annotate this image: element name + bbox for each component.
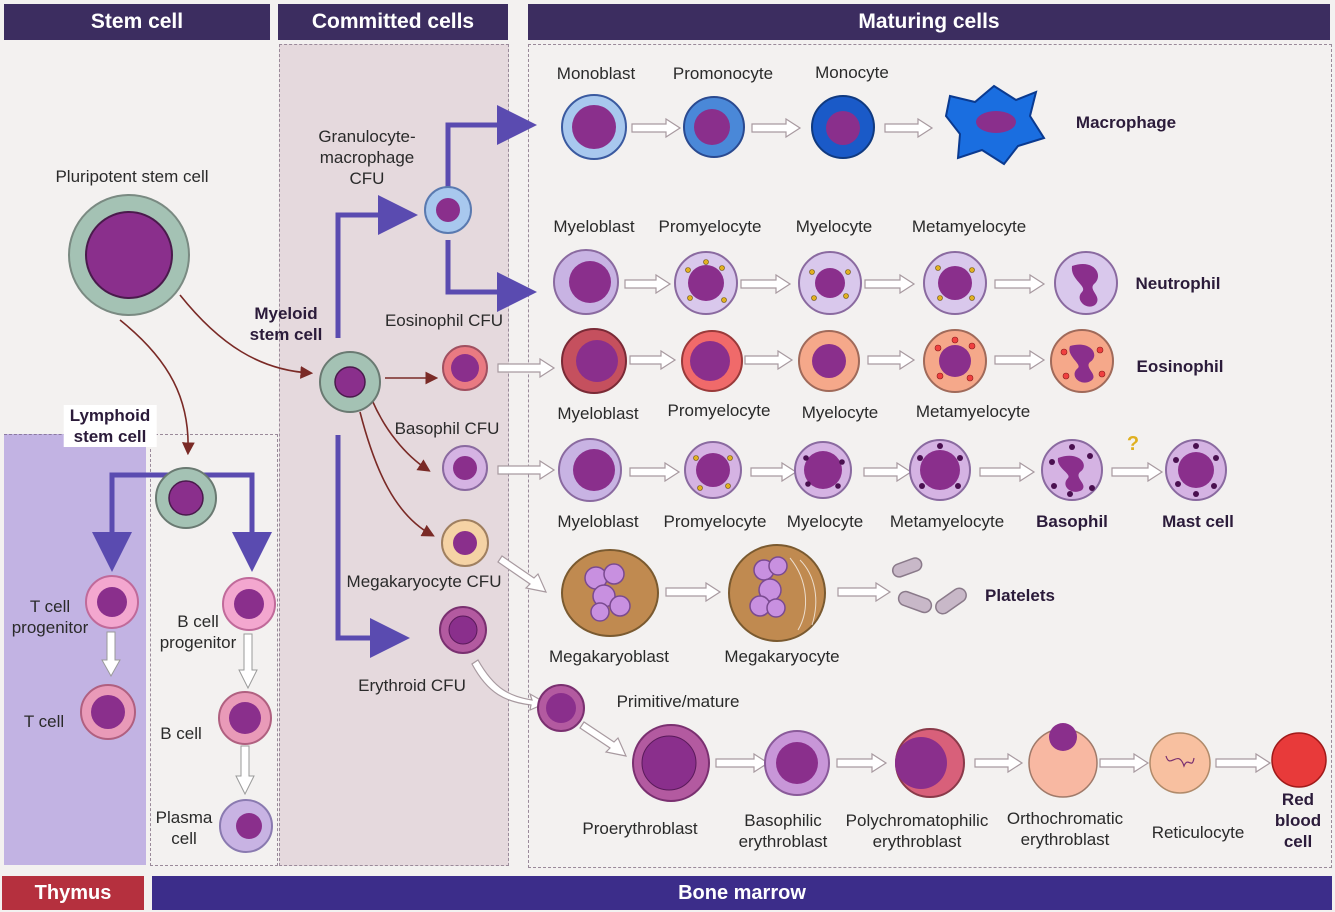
header-committed-cells: Committed cells (278, 4, 508, 40)
label-neut-promyelocyte: Promyelocyte (658, 217, 762, 236)
label-eos-myeloblast: Myeloblast (557, 404, 639, 423)
eosinophil-row-cells (561, 328, 1114, 394)
arrow-b-prog-to-b (238, 633, 258, 690)
label-t-progenitor: T cell progenitor (11, 597, 89, 637)
brown-flow-arrows (119, 294, 439, 537)
label-neut-myelocyte: Myelocyte (795, 217, 873, 236)
arrow-gm-to-monoblast (445, 105, 537, 190)
header-stem-cell: Stem cell (4, 4, 270, 40)
maturation-arrows (471, 117, 1272, 774)
label-primitive: Primitive/mature (616, 692, 740, 711)
label-baso-metamyelocyte: Metamyelocyte (889, 512, 1005, 531)
arrow-b-to-plasma (235, 745, 255, 796)
red-blood-cell (1271, 732, 1327, 788)
arrow-lymphoid-to-b (185, 472, 272, 572)
purple-flow-arrows (92, 105, 537, 658)
label-neut-metamyelocyte: Metamyelocyte (911, 217, 1027, 236)
label-mast-cell: Mast cell (1162, 512, 1234, 531)
arrow-lymphoid-to-t (92, 472, 185, 572)
label-rbc: Red blood cell (1274, 790, 1322, 851)
thymus-panel (4, 434, 146, 865)
label-mega-cfu: Megakaryocyte CFU (346, 572, 502, 591)
label-plasma: Plasma cell (155, 808, 213, 848)
arrow-myeloid-to-gm (335, 195, 418, 338)
label-baso-myelocyte: Myelocyte (786, 512, 864, 531)
label-megakaryoblast: Megakaryoblast (548, 647, 670, 666)
label-monoblast: Monoblast (556, 64, 636, 83)
label-basophil: Basophil (1036, 512, 1108, 531)
label-t-cell: T cell (23, 712, 65, 731)
footer-thymus: Thymus (2, 876, 144, 910)
label-b-cell: B cell (160, 724, 202, 743)
label-pluripotent: Pluripotent stem cell (55, 167, 209, 186)
stem-cells (68, 194, 381, 529)
monocyte-row-cells (561, 84, 1046, 166)
lymphoid-panel (150, 434, 278, 866)
label-myeloid: Myeloid stem cell (249, 304, 323, 344)
arrow-t-prog-to-t (101, 631, 121, 678)
label-eos-metamyelocyte: Metamyelocyte (915, 402, 1031, 421)
label-macrophage: Macrophage (1075, 113, 1177, 132)
label-platelets: Platelets (985, 586, 1055, 605)
header-maturing-cells: Maturing cells (528, 4, 1330, 40)
arrow-myeloid-to-baso (371, 399, 431, 472)
label-promonocyte: Promonocyte (672, 64, 774, 83)
arrow-myeloid-to-erythroid (335, 435, 410, 658)
arrow-gm-to-myeloblast (445, 240, 537, 312)
label-gm-cfu: Granulocyte- macrophage CFU (318, 127, 416, 188)
label-eos-cfu: Eosinophil CFU (384, 311, 504, 330)
committed-cfu-cells (424, 186, 489, 654)
label-eosinophil: Eosinophil (1136, 357, 1224, 376)
label-monocyte: Monocyte (815, 63, 889, 82)
erythroid-row-cells (537, 684, 1327, 802)
label-ery-cfu: Erythroid CFU (358, 676, 466, 695)
basophil-row-cells (558, 438, 1227, 502)
label-reticulocyte: Reticulocyte (1151, 823, 1245, 842)
label-baso-myeloblast: Myeloblast (557, 512, 639, 531)
label-b-progenitor: B cell progenitor (159, 612, 237, 652)
lymphoid-cells (80, 575, 276, 853)
neutrophil-row-cells (553, 249, 1118, 315)
platelets-cells (891, 557, 967, 615)
megakaryocyte-row-cells (561, 544, 967, 642)
label-neutrophil: Neutrophil (1135, 274, 1221, 293)
label-eos-promyelocyte: Promyelocyte (667, 401, 771, 420)
question-mark: ? (1126, 433, 1140, 455)
label-eos-myelocyte: Myelocyte (801, 403, 879, 422)
label-megakaryocyte: Megakaryocyte (724, 647, 840, 666)
arrow-pluripotent-to-lymphoid (119, 319, 195, 456)
label-orthochromatic: Orthochromatic erythroblast (1006, 809, 1124, 849)
label-basophilic-erythroblast: Basophilic erythroblast (738, 811, 828, 851)
label-baso-cfu: Basophil CFU (394, 419, 500, 438)
label-polychromatophilic: Polychromatophilic erythroblast (845, 811, 989, 851)
label-baso-promyelocyte: Promyelocyte (663, 512, 767, 531)
label-lymphoid: Lymphoid stem cell (63, 405, 157, 447)
label-proerythroblast: Proerythroblast (582, 819, 698, 838)
reticulocyte-cell (1149, 732, 1211, 794)
arrow-pluripotent-to-myeloid (179, 294, 314, 379)
label-neut-myeloblast: Myeloblast (553, 217, 635, 236)
maturing-cells-panel (528, 44, 1332, 868)
arrow-myeloid-to-mega (359, 411, 435, 537)
footer-bone-marrow: Bone marrow (152, 876, 1332, 910)
